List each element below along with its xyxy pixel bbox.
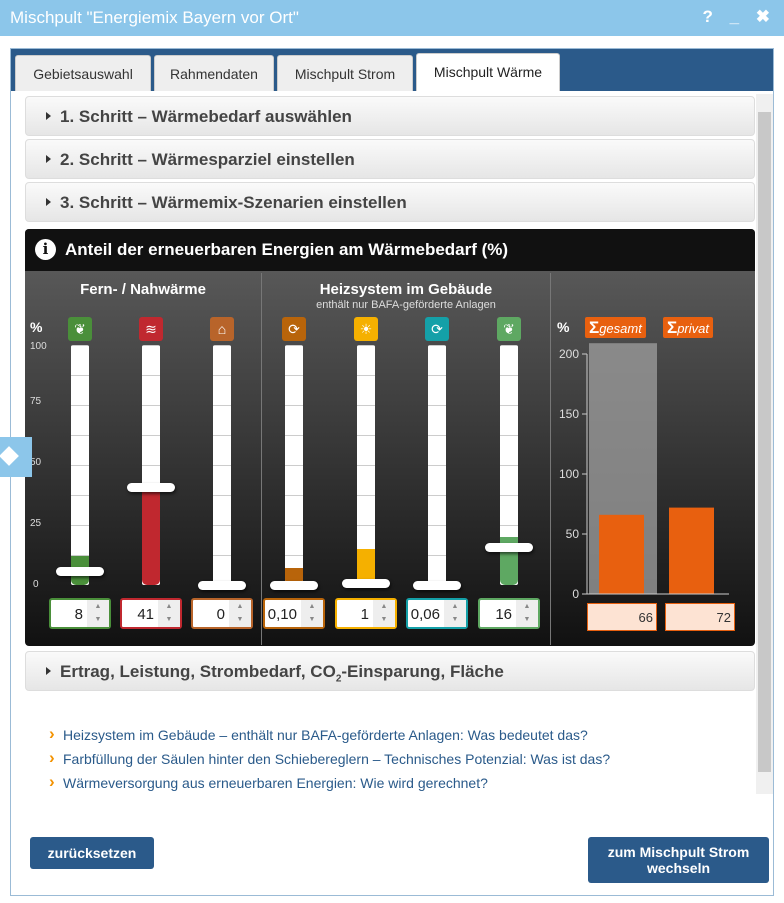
y-tick: 0 bbox=[33, 579, 39, 590]
spinner-value: 0,10 bbox=[267, 606, 297, 623]
info-icon[interactable]: i bbox=[35, 239, 56, 260]
tab-rahmendaten[interactable]: Rahmendaten bbox=[154, 55, 274, 91]
y-tick: 50 bbox=[30, 457, 42, 468]
y-tick-label: 100 bbox=[559, 467, 579, 481]
chart-unit-label: % bbox=[557, 319, 570, 335]
waste-heat-icon: ≋ bbox=[139, 317, 163, 341]
y-tick: 75 bbox=[30, 396, 42, 407]
value-spinner[interactable]: 41 ▲▼ bbox=[120, 598, 182, 629]
spinner-value: 0 bbox=[216, 606, 225, 623]
accordion-results[interactable]: Ertrag, Leistung, Strombedarf, CO2-Einsp… bbox=[25, 651, 755, 691]
value-spinner[interactable]: 0,06 ▲▼ bbox=[406, 598, 468, 629]
value-spinner[interactable]: 16 ▲▼ bbox=[478, 598, 540, 629]
sum-privat-label: Σprivat bbox=[663, 317, 713, 338]
side-panel-toggle[interactable] bbox=[0, 437, 32, 477]
panel-header: i Anteil der erneuerbaren Energien am Wä… bbox=[25, 229, 755, 271]
y-tick-label: 150 bbox=[559, 407, 579, 421]
tab-mischpult-waerme[interactable]: Mischpult Wärme bbox=[416, 53, 560, 91]
spinner-value: 16 bbox=[495, 606, 512, 623]
reset-button[interactable]: zurücksetzen bbox=[30, 837, 154, 869]
y-tick-label: 0 bbox=[572, 587, 579, 601]
spinner-arrows-icon[interactable]: ▲▼ bbox=[229, 600, 251, 627]
value-spinner[interactable]: 1 ▲▼ bbox=[335, 598, 397, 629]
slider-handle[interactable] bbox=[342, 578, 390, 588]
y-tick: 25 bbox=[30, 518, 42, 529]
geothermal-icon: ⌂ bbox=[210, 317, 234, 341]
content-area: 1. Schritt – Wärmebedarf auswählen 2. Sc… bbox=[25, 94, 756, 704]
y-tick: 100 bbox=[30, 341, 47, 352]
link-waermeversorgung[interactable]: Wärmeversorgung aus erneuerbaren Energie… bbox=[49, 772, 610, 792]
sigma-icon: Σ bbox=[589, 318, 600, 337]
value-privat: 72 bbox=[665, 603, 735, 631]
category-label: privat bbox=[677, 321, 709, 336]
tab-gebietsauswahl[interactable]: Gebietsauswahl bbox=[15, 55, 151, 91]
scrollbar[interactable] bbox=[756, 94, 773, 794]
slider-track[interactable] bbox=[213, 345, 231, 585]
spinner-arrows-icon[interactable]: ▲▼ bbox=[301, 600, 323, 627]
mixer-panel: i Anteil der erneuerbaren Energien am Wä… bbox=[25, 229, 755, 646]
spinner-arrows-icon[interactable]: ▲▼ bbox=[373, 600, 395, 627]
slider-track[interactable] bbox=[428, 345, 446, 585]
spinner-value: 41 bbox=[137, 606, 154, 623]
slider-track[interactable] bbox=[71, 345, 89, 585]
window-title: Mischpult "Energiemix Bayern vor Ort" bbox=[10, 8, 299, 27]
unit-label: % bbox=[30, 319, 43, 335]
y-tick-label: 200 bbox=[559, 347, 579, 361]
potential-fill bbox=[357, 549, 375, 585]
spinner-arrows-icon[interactable]: ▲▼ bbox=[516, 600, 538, 627]
slider-track[interactable] bbox=[285, 345, 303, 585]
help-links: Heizsystem im Gebäude – enthält nur BAFA… bbox=[49, 724, 610, 799]
spinner-value: 1 bbox=[360, 606, 369, 623]
value-spinner[interactable]: 0 ▲▼ bbox=[191, 598, 253, 629]
sum-gesamt-label: Σgesamt bbox=[585, 317, 646, 338]
potential-fill bbox=[142, 484, 160, 585]
slider-handle[interactable] bbox=[485, 542, 533, 552]
heiz-subtitle: enthält nur BAFA-geförderte Anlagen bbox=[316, 299, 496, 311]
diamond-icon bbox=[0, 446, 19, 466]
spinner-value: 0,06 bbox=[410, 606, 440, 623]
heat-pump-ground-icon: ⟳ bbox=[425, 317, 449, 341]
slider-handle[interactable] bbox=[198, 581, 246, 590]
spinner-arrows-icon[interactable]: ▲▼ bbox=[87, 600, 109, 627]
biomass-leaf-icon: ❦ bbox=[68, 317, 92, 341]
category-label: gesamt bbox=[599, 321, 642, 336]
value-spinner[interactable]: 0,10 ▲▼ bbox=[263, 598, 325, 629]
tab-bar: Gebietsauswahl Rahmendaten Mischpult Str… bbox=[11, 49, 773, 91]
spinner-arrows-icon[interactable]: ▲▼ bbox=[158, 600, 180, 627]
sum-bar-chart: 0 50 100 150 200 bbox=[559, 343, 729, 601]
solar-thermal-icon: ☀ bbox=[354, 317, 378, 341]
sigma-icon: Σ bbox=[667, 318, 678, 337]
spinner-arrows-icon[interactable]: ▲▼ bbox=[444, 600, 466, 627]
value-gesamt: 66 bbox=[587, 603, 657, 631]
link-heizsystem[interactable]: Heizsystem im Gebäude – enthält nur BAFA… bbox=[49, 724, 610, 744]
panel-title: Anteil der erneuerbaren Energien am Wärm… bbox=[65, 240, 509, 259]
link-farbfuellung[interactable]: Farbfüllung der Säulen hinter den Schieb… bbox=[49, 748, 610, 768]
slider-track[interactable] bbox=[357, 345, 375, 585]
fern-title: Fern- / Nahwärme bbox=[80, 281, 206, 298]
accordion-step-1[interactable]: 1. Schritt – Wärmebedarf auswählen bbox=[25, 96, 755, 136]
slider-handle[interactable] bbox=[413, 580, 461, 590]
slider-handle[interactable] bbox=[127, 482, 175, 492]
slider-handle[interactable] bbox=[56, 566, 104, 576]
bar-privat bbox=[669, 507, 714, 594]
biomass-leaf-icon: ❦ bbox=[497, 317, 521, 341]
heat-pump-air-icon: ⟳ bbox=[282, 317, 306, 341]
value-spinner[interactable]: 8 ▲▼ bbox=[49, 598, 111, 629]
scrollbar-thumb[interactable] bbox=[758, 112, 771, 772]
divider bbox=[550, 273, 551, 645]
spinner-value: 8 bbox=[74, 606, 83, 623]
heiz-title: Heizsystem im Gebäude bbox=[319, 281, 493, 298]
window-titlebar: Mischpult "Energiemix Bayern vor Ort" ? … bbox=[0, 0, 784, 36]
window-controls-icon[interactable]: ? _ ✖ bbox=[702, 7, 776, 26]
main-frame: Gebietsauswahl Rahmendaten Mischpult Str… bbox=[10, 48, 774, 896]
slider-handle[interactable] bbox=[270, 580, 318, 590]
bar-gesamt bbox=[599, 514, 644, 594]
accordion-step-3[interactable]: 3. Schritt – Wärmemix-Szenarien einstell… bbox=[25, 182, 755, 222]
y-tick-label: 50 bbox=[566, 527, 580, 541]
slider-track[interactable] bbox=[142, 345, 160, 585]
divider bbox=[261, 273, 262, 645]
tab-mischpult-strom[interactable]: Mischpult Strom bbox=[277, 55, 413, 91]
accordion-step-2[interactable]: 2. Schritt – Wärmesparziel einstellen bbox=[25, 139, 755, 179]
